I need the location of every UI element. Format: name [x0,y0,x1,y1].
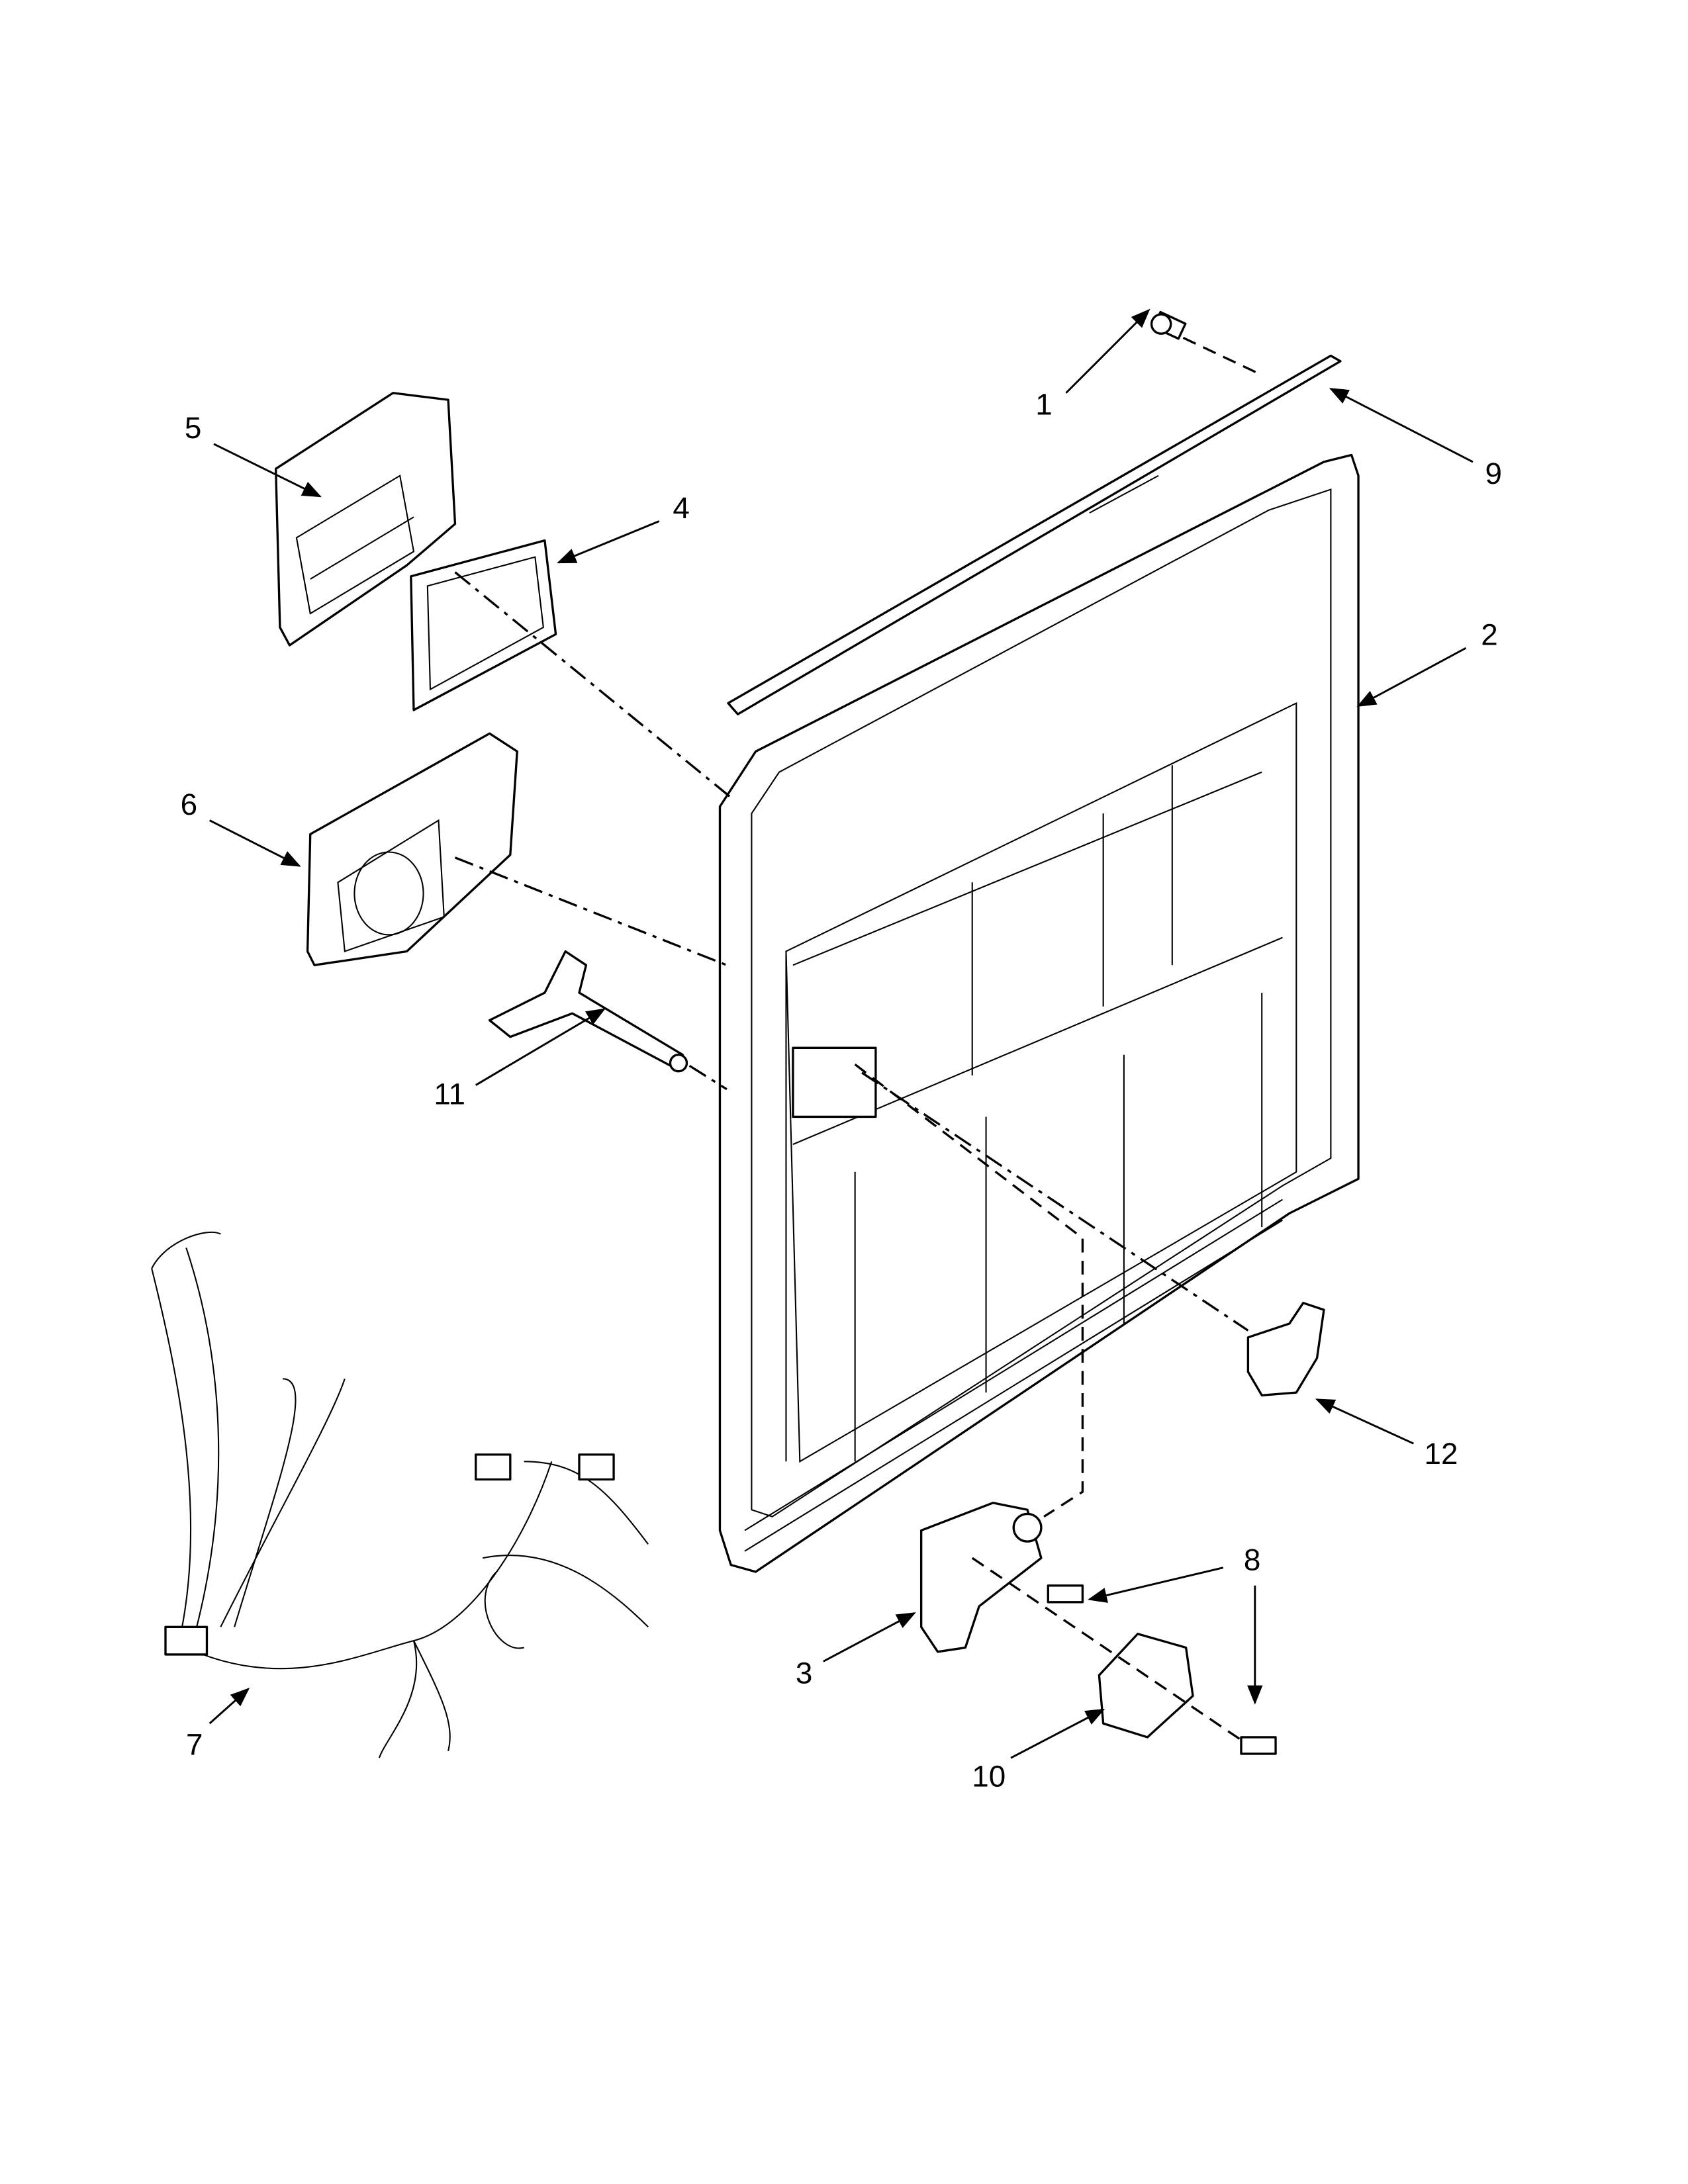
callout-1: 1 [1035,388,1053,422]
inner-door-panel [718,453,1360,1573]
gasket-part [410,539,557,711]
top-trim-strip [727,354,1342,715]
callout-4: 4 [673,491,690,525]
callout-6: 6 [181,788,197,821]
screw-8 [1047,1584,1277,1755]
callout-10: 10 [972,1760,1006,1794]
handle-shaft-part [488,950,688,1073]
callout-2: 2 [1481,618,1498,652]
door-stop-part [1246,1302,1325,1396]
callout-9: 9 [1485,457,1502,490]
callout-3: 3 [796,1656,812,1690]
screw-1 [1150,310,1187,340]
door-latch-part [919,1502,1043,1653]
callout-5: 5 [185,411,201,445]
callout-12: 12 [1425,1437,1458,1471]
callout-11: 11 [434,1077,465,1111]
callout-8: 8 [1244,1543,1261,1576]
callout-7: 7 [186,1728,203,1762]
wire-harness-part [151,1231,649,1758]
assembly-lines [454,336,1262,1741]
vent-part [274,392,457,647]
leader-arrows [209,308,1474,1759]
latch-bracket-part [1098,1633,1194,1739]
dispenser-part [306,732,518,966]
